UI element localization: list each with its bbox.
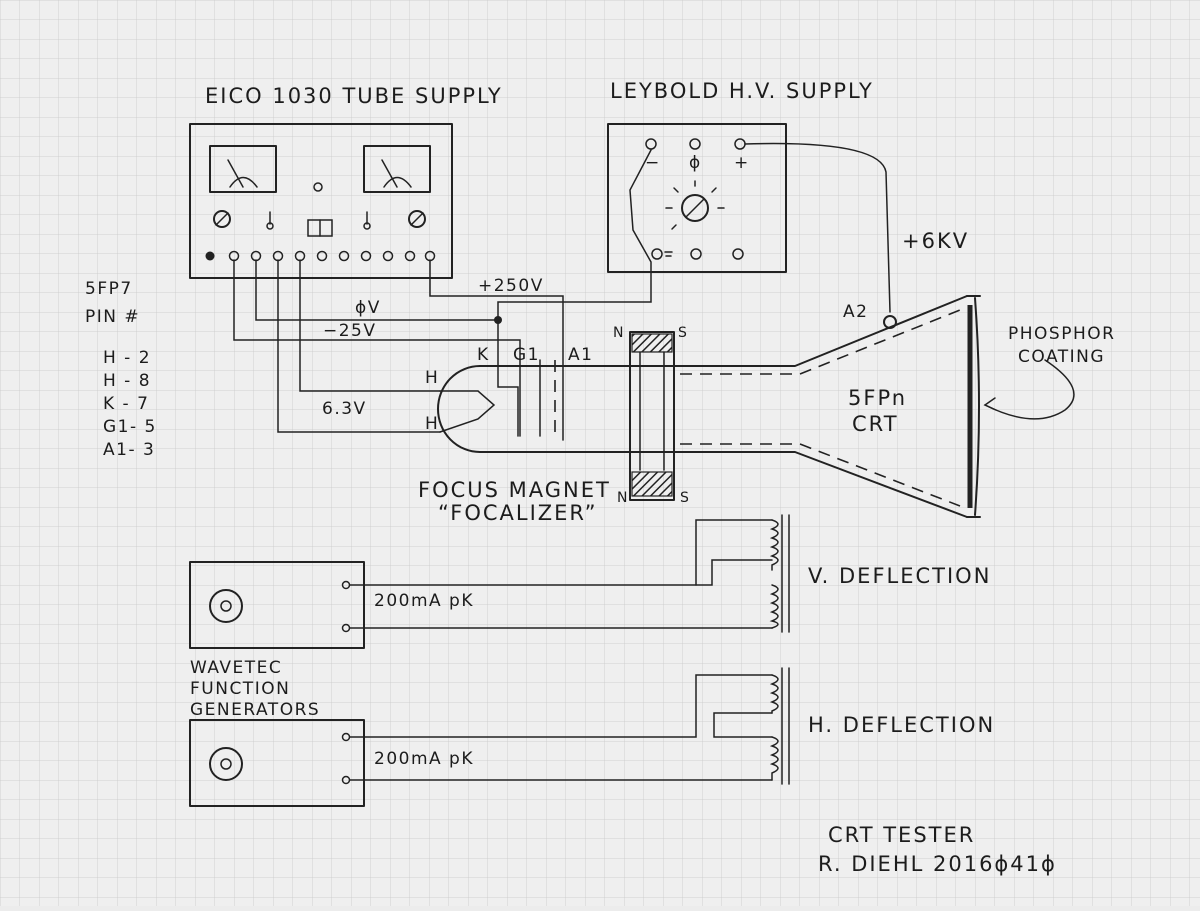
wire-label-6kv: +6KV <box>902 229 969 253</box>
cathode-node-icon <box>494 316 502 324</box>
label-a2: A2 <box>843 302 868 322</box>
focalizer-label: “FOCALIZER” <box>438 501 598 525</box>
tube-supply-terminals <box>205 250 436 262</box>
pin-table: 5FP7 PIN # H - 2 H - 8 K - 7 G1- 5 A1- 3 <box>85 279 157 460</box>
v-function-generator <box>189 561 365 649</box>
pin-row: A1- 3 <box>103 440 155 460</box>
knob-left-icon <box>213 210 231 228</box>
drawing-title: CRT TESTER <box>828 823 975 847</box>
phosphor-label: PHOSPHOR <box>1008 324 1115 344</box>
generators-label-3: GENERATORS <box>190 700 320 720</box>
focus-magnet <box>629 331 675 501</box>
v-deflection-coils <box>349 514 790 633</box>
label-g1: G1 <box>513 345 540 365</box>
generators-label-2: FUNCTION <box>190 679 290 699</box>
h-current-label: 200mA pK <box>374 749 474 769</box>
hv-minus-terminal-icon <box>645 138 657 150</box>
pin-row: H - 8 <box>103 371 151 391</box>
magnet-n-top: N <box>613 325 624 341</box>
h-deflection-coils <box>349 667 790 785</box>
v-generator-knob-icon <box>209 589 243 623</box>
tube-supply-box <box>189 123 453 279</box>
hv-supply-title: LEYBOLD H.V. SUPPLY <box>610 79 874 103</box>
tube-supply-title: EICO 1030 TUBE SUPPLY <box>205 84 503 108</box>
wire-label-250v: +250V <box>478 276 544 296</box>
crt-label: 5FPn <box>848 386 907 410</box>
knob-right-icon <box>408 210 426 228</box>
phosphor-label-sub: COATING <box>1018 347 1105 367</box>
meter-left-icon <box>209 145 277 193</box>
cathode-electrode <box>497 321 519 437</box>
wire-label-neg25v: −25V <box>323 321 377 341</box>
meter-right-icon <box>363 145 431 193</box>
label-k: K <box>477 345 490 365</box>
hv-zero-label: ϕ <box>689 153 702 173</box>
pin-row: H - 2 <box>103 348 151 368</box>
hv-supply-box: − ϕ + <box>607 123 787 273</box>
a2-connector-icon <box>883 315 897 329</box>
v-current-label: 200mA pK <box>374 591 474 611</box>
magnet-n-bottom: N <box>617 490 628 506</box>
label-h-top: H <box>425 368 439 388</box>
pin-table-subtitle: PIN # <box>85 307 140 327</box>
wire-label-0v: ϕV <box>355 298 381 318</box>
heater-filament <box>439 390 496 433</box>
supply-wiring <box>233 142 891 441</box>
h-function-generator <box>189 719 365 807</box>
h-generator-knob-icon <box>209 747 243 781</box>
label-h-bottom: H <box>425 414 439 434</box>
magnet-s-bottom: S <box>680 490 690 506</box>
crt-label-sub: CRT <box>852 412 899 436</box>
focus-magnet-label: FOCUS MAGNET <box>418 478 611 502</box>
drawing-author-date: R. DIEHL 2016ϕ41ϕ <box>818 852 1057 876</box>
pin-row: K - 7 <box>103 394 149 414</box>
generators-label: WAVETEC <box>190 658 282 678</box>
hv-dial-icon <box>665 180 725 230</box>
pin-row: G1- 5 <box>103 417 157 437</box>
hv-minus-label: − <box>645 153 661 173</box>
wire-label-6-3v: 6.3V <box>322 399 367 419</box>
hv-zero-terminal-icon <box>689 138 701 150</box>
crt-tube <box>437 295 1075 518</box>
magnet-s-top: S <box>678 325 688 341</box>
label-a1: A1 <box>568 345 593 365</box>
v-deflection-label: V. DEFLECTION <box>808 564 991 588</box>
h-deflection-label: H. DEFLECTION <box>808 713 995 737</box>
pin-table-title: 5FP7 <box>85 279 133 299</box>
hv-plus-label: + <box>734 153 750 173</box>
